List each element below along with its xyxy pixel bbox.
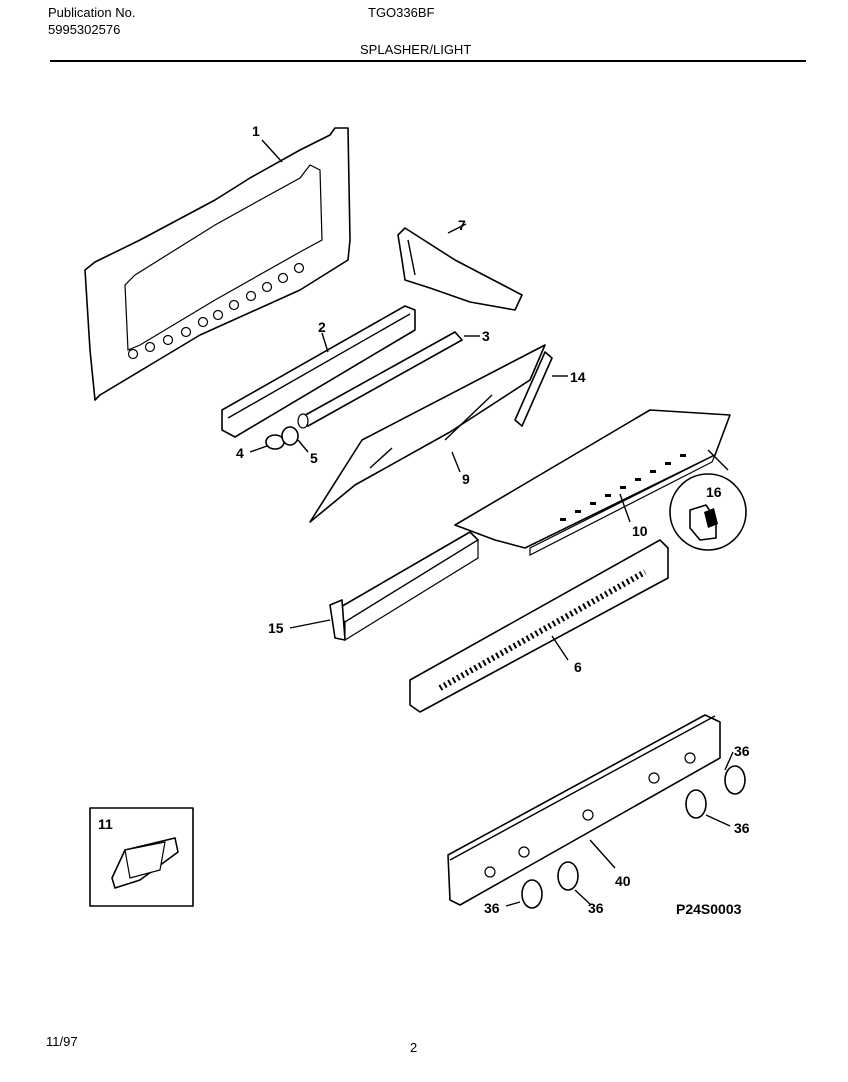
callout-11: 11 bbox=[98, 816, 113, 832]
callout-7: 7 bbox=[458, 217, 466, 233]
callout-40: 40 bbox=[615, 873, 631, 889]
callout-1: 1 bbox=[252, 123, 260, 139]
callout-2: 2 bbox=[318, 319, 326, 335]
vent-grille-part bbox=[409, 539, 669, 713]
fluorescent-tube-part bbox=[297, 331, 480, 429]
footer-date: 11/97 bbox=[46, 1034, 78, 1049]
panel-holes bbox=[127, 262, 305, 360]
switch-detail-part bbox=[669, 473, 747, 551]
light-channel-part bbox=[221, 305, 416, 438]
callout-16: 16 bbox=[706, 484, 722, 500]
glass-panel-part bbox=[309, 344, 546, 523]
callout-15: 15 bbox=[268, 620, 284, 636]
page-number: 2 bbox=[410, 1040, 418, 1055]
housing-slots bbox=[560, 454, 686, 521]
trim-strip-part bbox=[514, 351, 568, 427]
control-panel-part bbox=[447, 714, 721, 906]
grille-slots bbox=[438, 569, 647, 691]
publication-label: Publication No. bbox=[48, 5, 136, 20]
callout-36-top: 36 bbox=[734, 743, 750, 759]
support-rail-part bbox=[289, 531, 479, 642]
callout-4: 4 bbox=[236, 445, 244, 461]
callout-6: 6 bbox=[574, 659, 582, 675]
callout-5: 5 bbox=[310, 450, 318, 466]
callout-36-right: 36 bbox=[734, 820, 750, 836]
callout-36-left: 36 bbox=[484, 900, 500, 916]
control-housing-part bbox=[454, 409, 731, 556]
callout-36-center: 36 bbox=[588, 900, 604, 916]
ballast-inset-box bbox=[89, 807, 194, 907]
publication-number: 5995302576 bbox=[48, 22, 121, 37]
diagram-code: P24S0003 bbox=[676, 901, 742, 917]
callout-14: 14 bbox=[570, 369, 586, 385]
lamp-socket-part bbox=[249, 426, 309, 453]
bracket-part bbox=[397, 223, 523, 311]
section-title: SPLASHER/LIGHT bbox=[360, 42, 472, 57]
callout-3: 3 bbox=[482, 328, 490, 344]
header-rule bbox=[50, 60, 806, 62]
callout-10: 10 bbox=[632, 523, 648, 539]
callout-9: 9 bbox=[462, 471, 470, 487]
knob-part bbox=[505, 751, 746, 909]
model-number: TGO336BF bbox=[368, 5, 435, 20]
back-panel-part bbox=[84, 127, 351, 401]
